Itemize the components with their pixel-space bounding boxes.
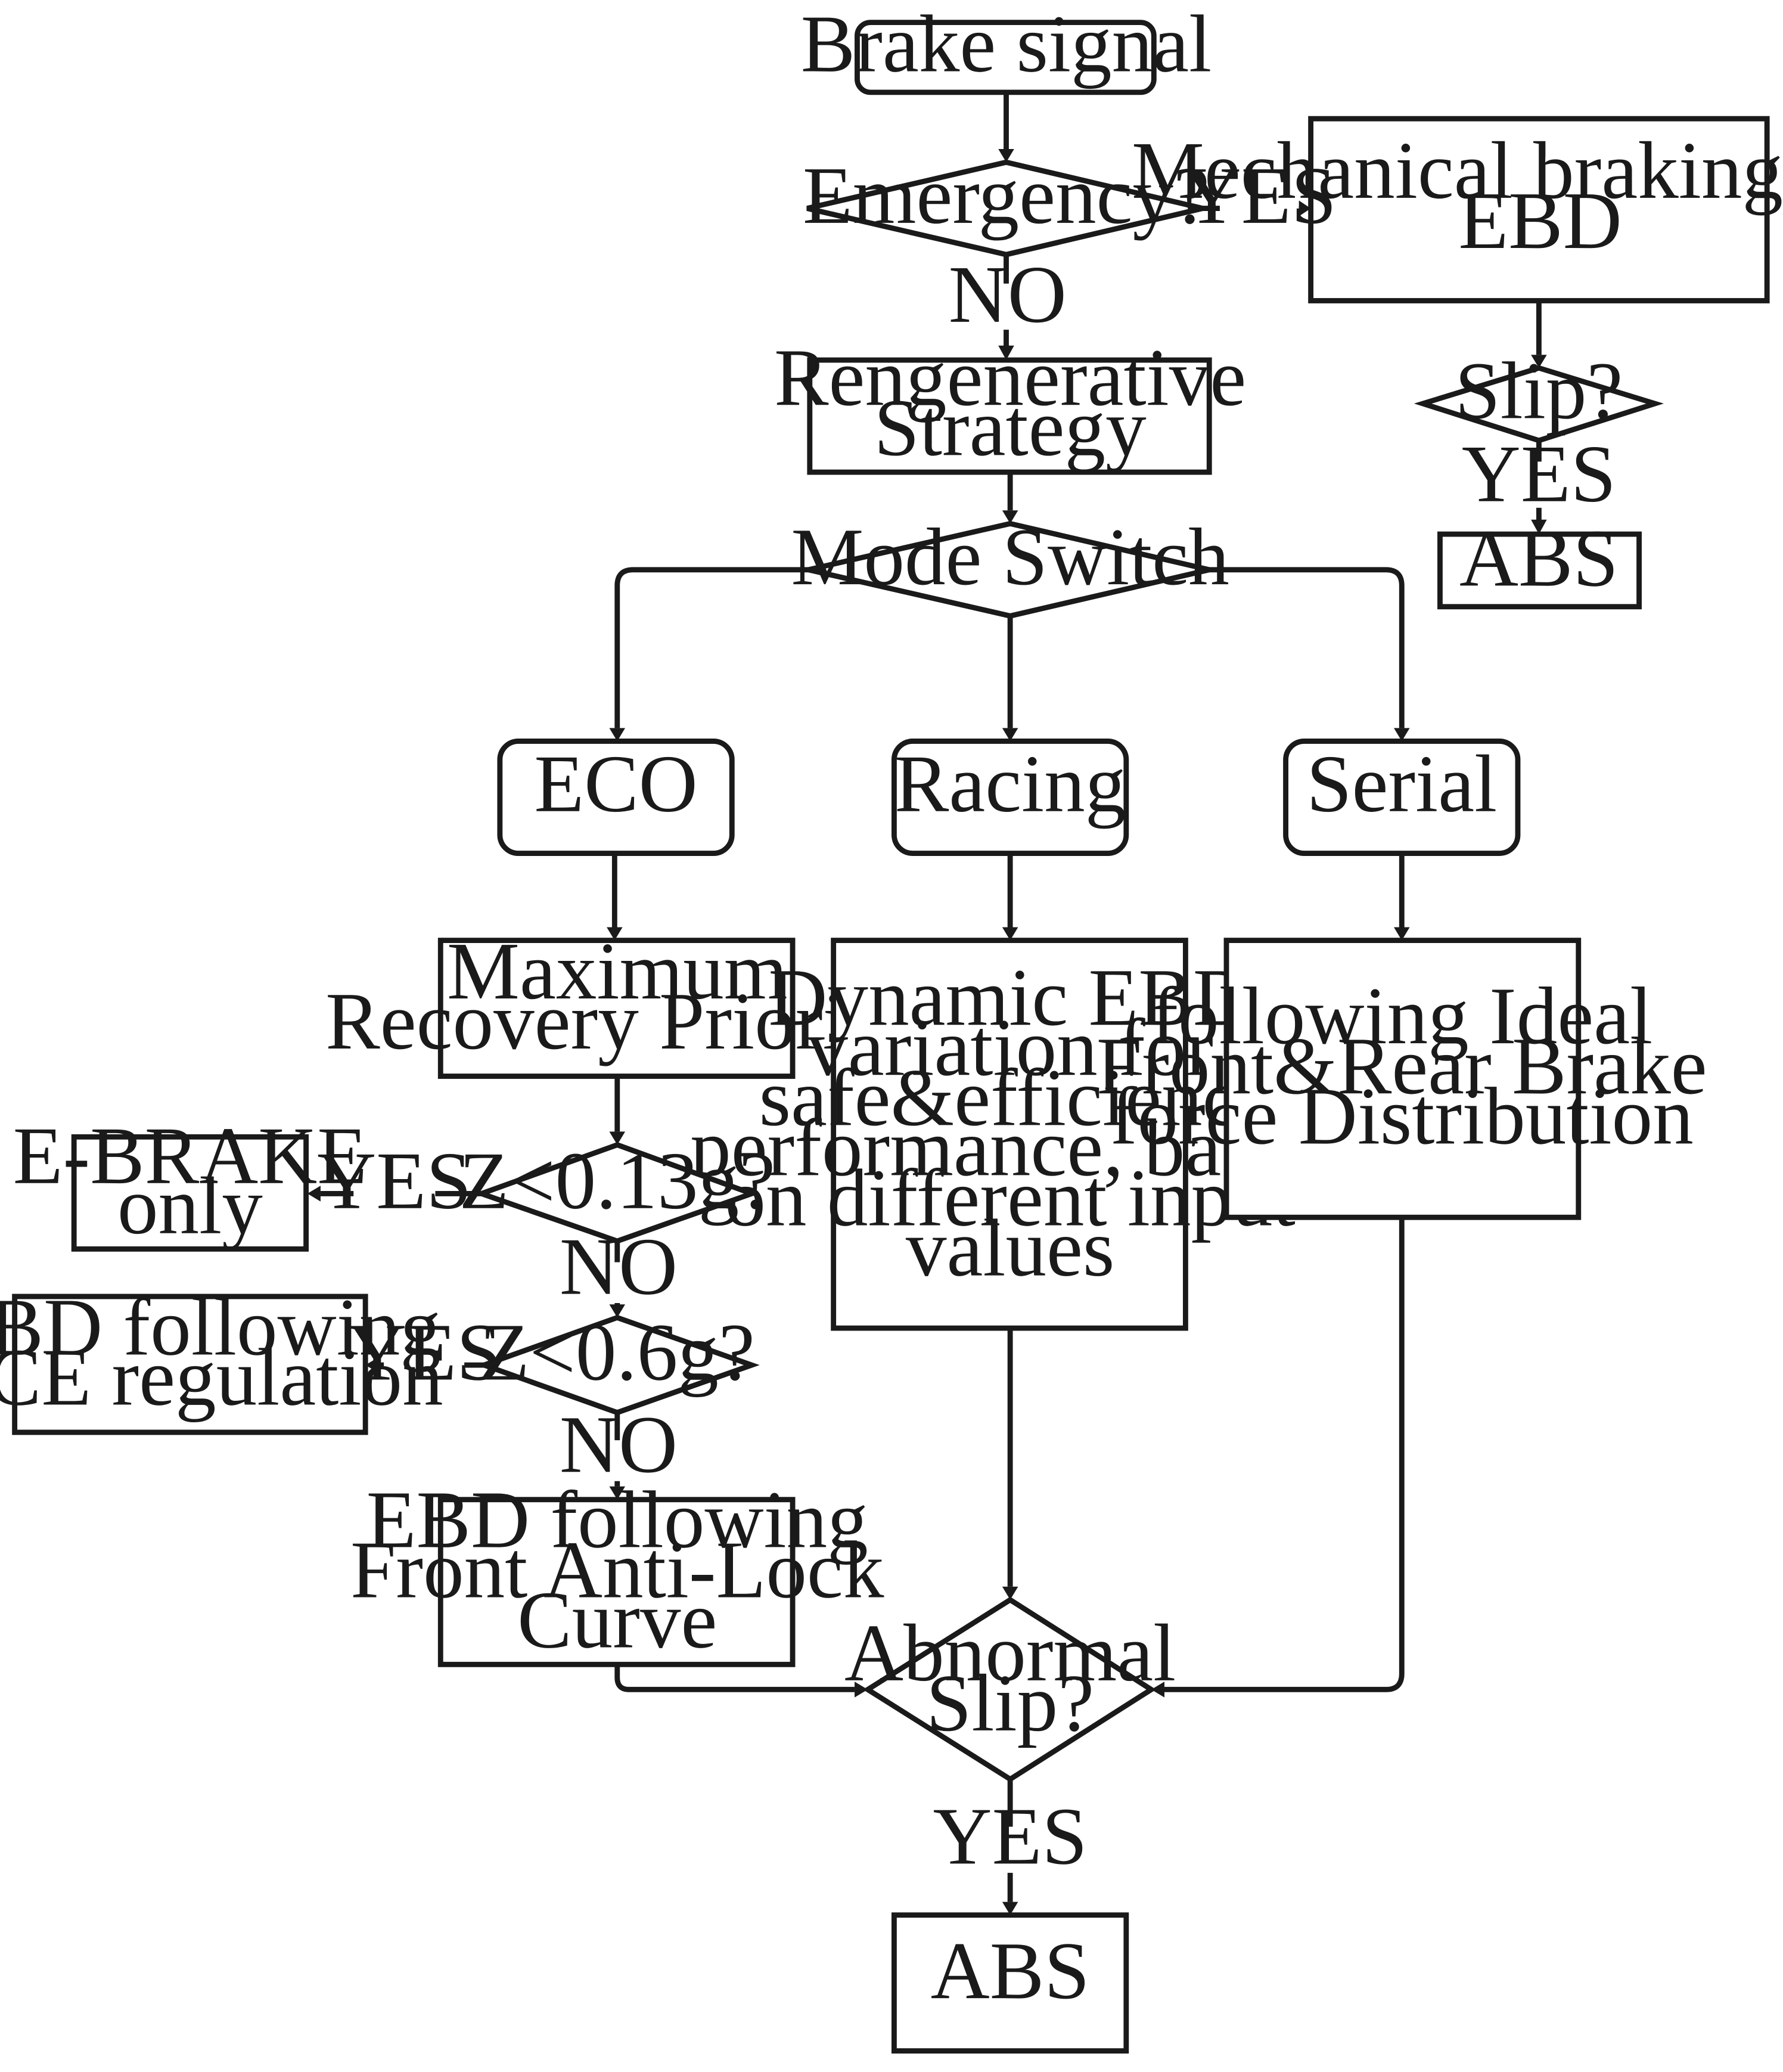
arrowhead [1002, 927, 1018, 941]
ideal-distribution-node: following Ideal Front&Rear Brake force D… [1096, 938, 1707, 1220]
arrowhead [1394, 728, 1410, 742]
z013-no-label: NO [560, 1221, 678, 1312]
abnormal-slip-line-2: Slip? [926, 1658, 1094, 1748]
slip-top-decision: Slip? [1414, 345, 1664, 443]
arrowhead [607, 927, 623, 941]
arrowhead [1002, 1902, 1018, 1915]
mode-switch-decision: Mode Switch [791, 511, 1229, 619]
arrowhead [1002, 1586, 1018, 1600]
z013-yes-label: YES [317, 1136, 471, 1226]
slip-top-yes-label: YES [1462, 429, 1616, 519]
edge-mode-to-eco [614, 567, 809, 728]
mode-switch-label: Mode Switch [791, 511, 1229, 602]
abnormal-slip-line-1: Abnormal [844, 1608, 1176, 1698]
edge-ideal-to-abnormal [1164, 1217, 1405, 1692]
z013-label: Z<0.13g? [459, 1136, 775, 1226]
abnormal-yes-label: YES [933, 1791, 1088, 1881]
serial-label: Serial [1306, 739, 1497, 829]
ebd-front-line-2: Front Anti-Lock [350, 1524, 884, 1615]
z06-label: Z<0.6g? [480, 1307, 755, 1397]
arrowhead [609, 1304, 626, 1318]
ebd-front-line-3: Curve [517, 1575, 717, 1665]
arrowhead [1394, 927, 1410, 941]
edge-mode-to-serial [1209, 567, 1405, 728]
dynamic-ebd-line-1: Dynamic EBD [768, 952, 1251, 1043]
serial-node: Serial [1283, 739, 1521, 856]
brake-signal-label: Brake signal [801, 0, 1212, 89]
ebrake-line-2: only [117, 1161, 263, 1251]
arrowhead [609, 1131, 626, 1145]
emergency-label: Emergency? [803, 150, 1210, 241]
ebrake-node: E-BRAKE only [13, 1111, 367, 1252]
ebrake-line-1: E-BRAKE [13, 1111, 367, 1201]
slip-top-label: Slip? [1455, 345, 1623, 436]
ebd-ece-line-1: EBD following [0, 1282, 441, 1372]
flowchart-edges [307, 92, 1547, 1915]
eco-node: ECO [497, 739, 735, 856]
emergency-yes-label: YES [1182, 150, 1337, 241]
abs-bottom-label: ABS [931, 1925, 1090, 2016]
z06-decision: Z<0.6g? [476, 1307, 760, 1416]
dynamic-ebd-node: Dynamic EBD variation for safe&efficienc… [690, 938, 1330, 1331]
racing-label: Racing [894, 739, 1126, 829]
edge-front-to-abnormal [614, 1664, 855, 1692]
z013-decision: Z<0.13g? [459, 1136, 775, 1244]
max-recovery-line-1: Maximum [447, 926, 788, 1016]
racing-node: Racing [892, 739, 1129, 856]
emergency-no-label: NO [949, 249, 1067, 340]
ebd-front-line-1: EBD following [366, 1474, 868, 1565]
dynamic-ebd-line-6: values [906, 1203, 1114, 1294]
arrowhead [998, 345, 1014, 361]
eco-label: ECO [534, 739, 697, 829]
ideal-line-2: Front&Rear Brake [1096, 1021, 1707, 1111]
arrowhead [609, 728, 626, 742]
regenerative-strategy-node: Rengenerative Strategy [774, 332, 1246, 475]
edge-labels: YES NO YES YES NO YES NO YES [317, 150, 1616, 1881]
regen-label-line-2: Strategy [874, 382, 1147, 473]
arrowhead [1299, 200, 1311, 216]
ebd-front-node: EBD following Front Anti-Lock Curve [350, 1474, 884, 1667]
mechanical-braking-node: Mechanical braking with EBD [1132, 116, 1783, 303]
ebd-ece-line-2: ECE regulation [0, 1332, 443, 1422]
z06-no-label: NO [560, 1399, 678, 1490]
brake-signal-node: Brake signal [801, 0, 1212, 95]
arrowhead [1531, 519, 1547, 535]
abs-top-label: ABS [1459, 513, 1619, 603]
max-recovery-node: Maximum Recovery Priority [325, 926, 909, 1079]
ideal-line-1: following Ideal [1151, 970, 1652, 1061]
abs-bottom-node: ABS [892, 1912, 1129, 2054]
arrowhead [1002, 510, 1018, 524]
dynamic-ebd-line-5: on different input [725, 1153, 1295, 1243]
abnormal-slip-decision: Abnormal Slip? [844, 1596, 1176, 1783]
emergency-decision: Emergency? [803, 150, 1210, 258]
dynamic-ebd-line-3: safe&efficienct [759, 1052, 1262, 1143]
abs-top-node: ABS [1437, 513, 1642, 610]
regen-label-line-1: Rengenerative [774, 332, 1246, 423]
arrowhead [609, 1486, 626, 1500]
mechanical-label-line-1: Mechanical braking with [1132, 125, 1783, 216]
ebd-ece-node: EBD following ECE regulation [0, 1282, 443, 1435]
arrowhead [998, 149, 1014, 163]
dynamic-ebd-line-4: performance, based [690, 1102, 1330, 1193]
arrowhead [1531, 355, 1547, 368]
mechanical-label-line-2: EBD [1458, 175, 1622, 266]
arrowhead [307, 1186, 321, 1202]
arrowhead [855, 1682, 868, 1698]
max-recovery-line-2: Recovery Priority [325, 976, 909, 1066]
arrowhead [1151, 1682, 1165, 1698]
dynamic-ebd-line-2: variation for [807, 1002, 1213, 1093]
arrowhead [365, 1357, 379, 1373]
ideal-line-3: force Distribution [1110, 1071, 1694, 1161]
z06-yes-label: YES [347, 1307, 502, 1397]
arrowhead [1002, 728, 1018, 742]
